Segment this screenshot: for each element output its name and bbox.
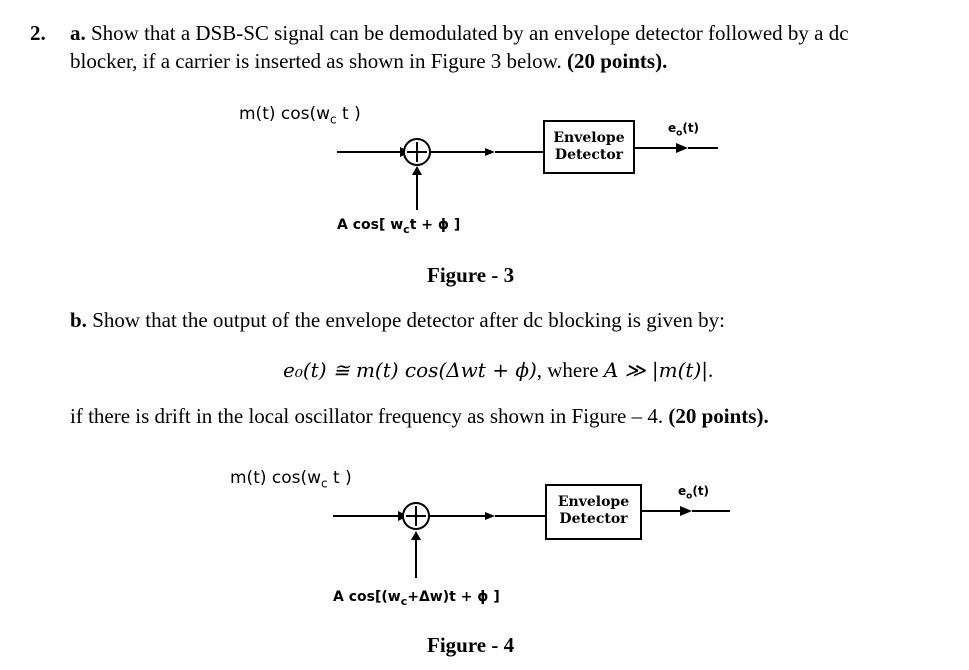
part-a-text-2: blocker, if a carrier is inserted as sho… — [70, 49, 567, 73]
fig3-envelope-detector-box: Envelope Detector — [543, 120, 635, 174]
equation: e₀(t) ≅ m(t) cos(Δwt + ϕ), where A ≫ |m(… — [283, 357, 713, 385]
equation-lhs: e₀(t) ≅ m(t) cos(Δwt + ϕ) — [283, 358, 537, 382]
equation-where: , where — [536, 358, 604, 382]
drift-points: (20 points). — [668, 404, 769, 428]
fig4-envelope-detector-box: Envelope Detector — [545, 484, 642, 540]
fig3-box-line1: Envelope — [553, 130, 625, 146]
part-a-text: Show that a DSB-SC signal can be demodul… — [85, 21, 849, 45]
fig3-input-label: m(t) cos(wc t ) — [239, 104, 361, 127]
equation-end: . — [708, 358, 714, 382]
drift-line: if there is drift in the local oscillato… — [70, 403, 769, 430]
problem-number: 2. — [30, 21, 46, 45]
part-b-line: b. Show that the output of the envelope … — [70, 307, 725, 334]
part-a-line2: blocker, if a carrier is inserted as sho… — [70, 48, 667, 75]
part-a-line1: a. Show that a DSB-SC signal can be demo… — [70, 20, 849, 47]
part-a-points: (20 points). — [567, 49, 668, 73]
fig3-output-label: eo(t) — [668, 121, 700, 139]
part-b-text: Show that the output of the envelope det… — [86, 308, 725, 332]
fig4-carrier-label: A cos[(wc+Δw)t + ϕ ] — [333, 589, 500, 608]
fig3-carrier-label: A cos[ wct + ϕ ] — [337, 217, 461, 236]
fig3-box-line2: Detector — [554, 147, 624, 163]
fig4-output-label: eo(t) — [678, 484, 710, 502]
part-a-label: a. — [70, 21, 86, 45]
fig3-caption: Figure - 3 — [427, 263, 515, 287]
fig4-box-line2: Detector — [559, 511, 628, 527]
fig4-input-label: m(t) cos(wc t ) — [230, 468, 352, 491]
part-b-label: b. — [70, 308, 87, 332]
fig4-caption: Figure - 4 — [427, 633, 515, 657]
drift-text: if there is drift in the local oscillato… — [70, 404, 669, 428]
equation-condition: A ≫ |m(t)| — [603, 358, 708, 382]
fig4-box-line1: Envelope — [557, 494, 630, 510]
